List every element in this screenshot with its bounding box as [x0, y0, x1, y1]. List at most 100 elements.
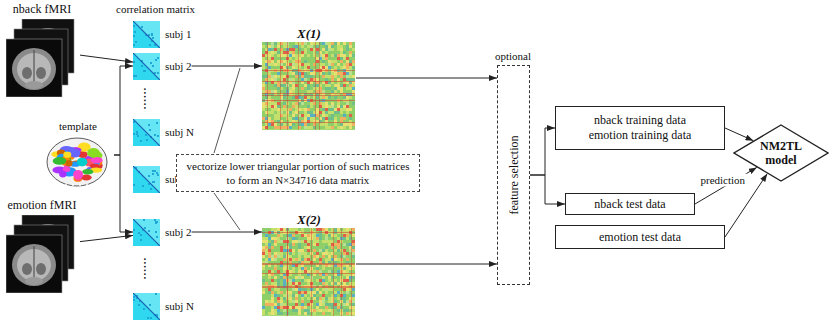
- data-matrix-image-part: [262, 78, 265, 81]
- data-matrix-image-part: [304, 114, 307, 117]
- data-matrix-image-part: [280, 234, 283, 237]
- data-matrix-image-part: [328, 228, 331, 231]
- data-matrix-image-part: [289, 60, 292, 63]
- data-matrix-image-part: [295, 312, 298, 315]
- data-matrix-image-part: [295, 111, 298, 114]
- data-matrix-image-part: [328, 87, 331, 90]
- data-matrix-image-part: [268, 45, 271, 48]
- data-matrix-image-part: [304, 75, 307, 78]
- data-matrix-image-part: [298, 303, 301, 306]
- data-matrix-image-part: [325, 87, 328, 90]
- data-matrix-image-part: [271, 63, 274, 66]
- data-matrix-image-part: [319, 252, 322, 255]
- data-matrix-image-part: [301, 240, 304, 243]
- data-matrix-image-part: [337, 279, 340, 282]
- data-matrix-image-part: [304, 258, 307, 261]
- data-matrix-image-part: [310, 75, 313, 78]
- data-matrix-image-part: [313, 255, 316, 258]
- data-matrix-image-part: [343, 123, 346, 126]
- data-matrix-image-part: [271, 258, 274, 261]
- data-matrix-image-part: [265, 228, 268, 231]
- data-matrix-image-part: [340, 63, 343, 66]
- connector-arrow: [356, 78, 497, 79]
- data-matrix-image-part: [322, 114, 325, 117]
- data-matrix-image-part: [334, 237, 337, 240]
- data-matrix-image-part: [289, 105, 292, 108]
- data-matrix-image-part: [277, 108, 280, 111]
- matrix-thumbnail-part: [133, 35, 135, 37]
- data-matrix-image-part: [262, 100, 355, 101]
- data-matrix-image-part: [277, 72, 280, 75]
- data-matrix-image-part: [301, 57, 304, 60]
- data-matrix-image-part: [277, 309, 280, 312]
- matrix-thumbnail-part: [148, 124, 150, 126]
- data-matrix-image-part: [313, 288, 316, 291]
- data-matrix-image-part: [268, 108, 271, 111]
- data-matrix-image-part: [346, 306, 349, 309]
- data-matrix-image-part: [262, 246, 265, 249]
- data-matrix-image-part: [322, 276, 325, 279]
- data-matrix-image-part: [268, 297, 271, 300]
- data-matrix-image-part: [343, 237, 346, 240]
- data-matrix-image-part: [271, 267, 274, 270]
- data-matrix-image-part: [277, 105, 280, 108]
- data-matrix-image-part: [271, 123, 274, 126]
- data-matrix-image-part: [346, 75, 349, 78]
- data-matrix-image-part: [316, 84, 319, 87]
- data-matrix-image-part: [301, 60, 304, 63]
- data-matrix-image-part: [280, 270, 283, 273]
- data-matrix-image-part: [295, 243, 298, 246]
- data-matrix-image-part: [337, 306, 340, 309]
- data-matrix-image-part: [262, 267, 265, 270]
- data-matrix-image-part: [265, 252, 268, 255]
- data-matrix-image-part: [262, 122, 355, 123]
- data-matrix-image-part: [292, 270, 295, 273]
- data-matrix-image-part: [340, 72, 343, 75]
- data-matrix-image-part: [298, 288, 301, 291]
- data-matrix-image-part: [343, 84, 346, 87]
- data-matrix-image-part: [292, 228, 295, 231]
- data-matrix-image-part: [274, 54, 277, 57]
- data-matrix-image-part: [292, 291, 295, 294]
- data-matrix-image-part: [346, 114, 349, 117]
- data-matrix-image-part: [352, 51, 355, 54]
- data-matrix-image-part: [313, 249, 316, 252]
- data-matrix-image-part: [337, 249, 340, 252]
- data-matrix-image-part: [352, 108, 355, 111]
- matrix-thumbnail-part: [133, 21, 160, 48]
- data-matrix-image-part: [304, 306, 307, 309]
- data-matrix-image-part: [307, 111, 310, 114]
- data-matrix-image-part: [274, 87, 277, 90]
- data-matrix-image-part: [349, 60, 352, 63]
- data-matrix-image-part: [289, 288, 292, 291]
- leader-line: [214, 68, 240, 153]
- data-matrix-image-part: [340, 114, 343, 117]
- data-matrix-image-part: [325, 243, 328, 246]
- data-matrix-image-part: [307, 297, 310, 300]
- data-matrix-image-part: [316, 279, 319, 282]
- data-matrix-image-part: [274, 303, 277, 306]
- data-matrix-image-part: [316, 45, 319, 48]
- data-matrix-image-part: [262, 114, 265, 117]
- data-matrix-image-part: [277, 279, 280, 282]
- data-matrix-image-part: [268, 255, 271, 258]
- data-matrix-image-part: [313, 312, 316, 315]
- data-matrix-image-part: [268, 114, 271, 117]
- data-matrix-image-part: [292, 51, 295, 54]
- data-matrix-image-part: [292, 297, 295, 300]
- data-matrix-image-part: [316, 270, 319, 273]
- node-text: vectorize lower triangular portion of su…: [183, 159, 413, 187]
- data-matrix-image-part: [334, 57, 337, 60]
- data-matrix-image-part: [349, 42, 352, 45]
- data-matrix-image-part: [274, 105, 277, 108]
- data-matrix-image-part: [271, 114, 274, 117]
- data-matrix-image-part: [334, 42, 337, 45]
- data-matrix-image-part: [328, 63, 331, 66]
- data-matrix-image-part: [325, 297, 328, 300]
- data-matrix-image-part: [319, 258, 322, 261]
- matrix-thumbnail-part: [155, 231, 157, 233]
- data-matrix-image-part: [322, 282, 325, 285]
- data-matrix-image-part: [334, 249, 337, 252]
- matrix-thumbnail-part: [150, 62, 152, 64]
- matrix-thumbnail-part: [156, 221, 158, 223]
